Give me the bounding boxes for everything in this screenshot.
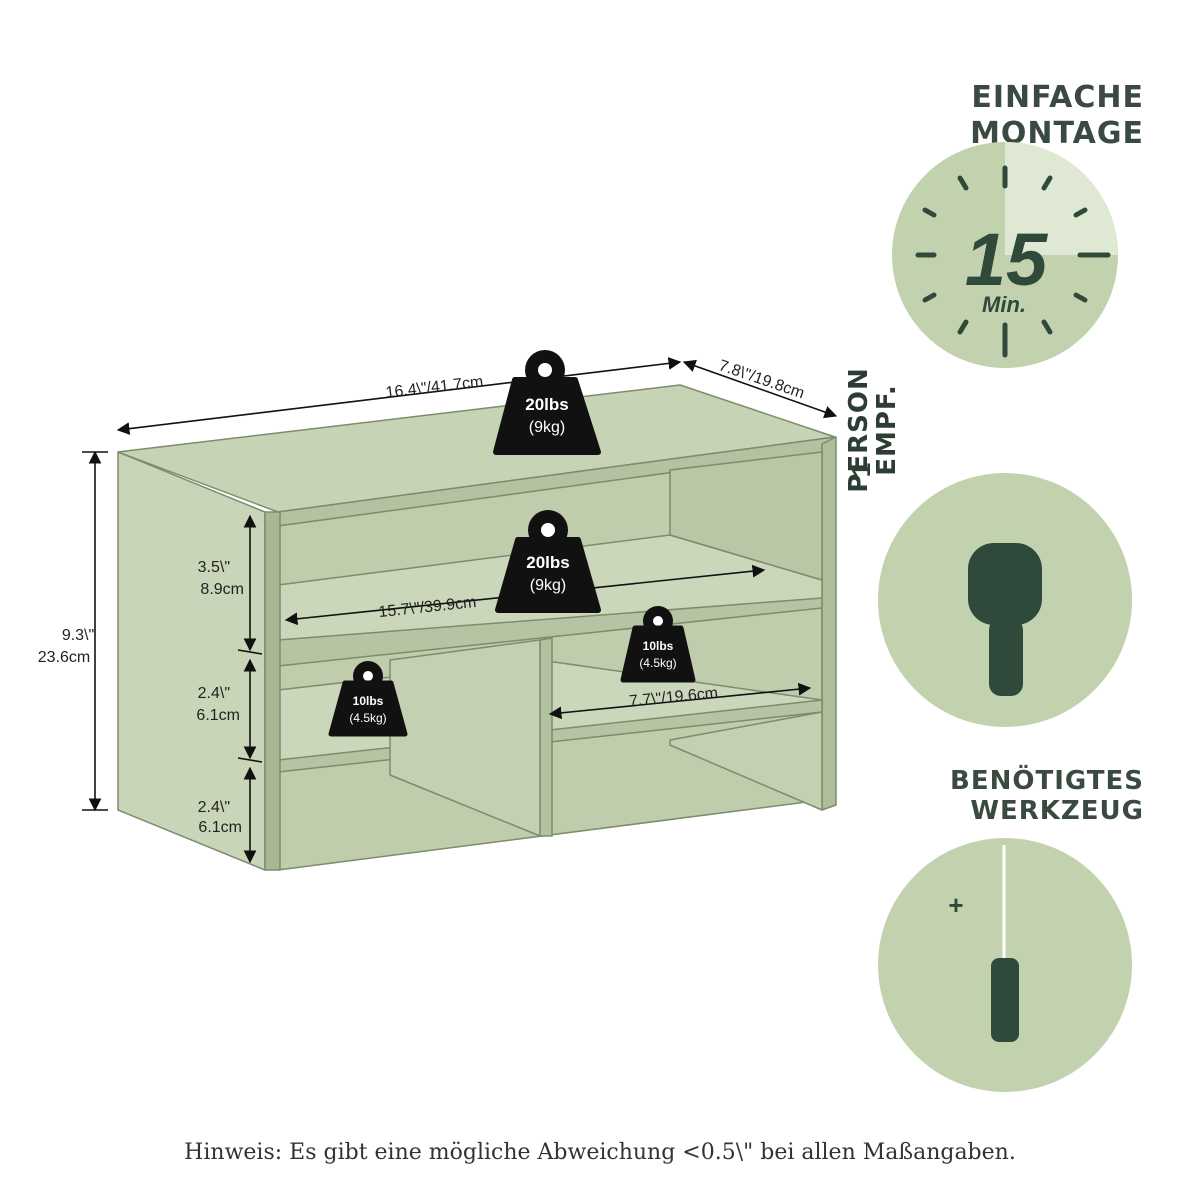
left-side-edge <box>264 511 281 871</box>
right-foot <box>669 711 823 811</box>
svg-text:(9kg): (9kg) <box>529 419 565 436</box>
svg-text:(4.5kg): (4.5kg) <box>639 656 676 670</box>
upper-divider <box>669 451 823 581</box>
load-top-weight-icon: 20lbs (9kg) <box>493 350 601 455</box>
load-left-cubby-weight-icon: 10lbs (4.5kg) <box>328 661 408 737</box>
height-label-cm: 23.6cm <box>38 649 90 666</box>
svg-text:10lbs: 10lbs <box>353 694 384 708</box>
plus-icon: + <box>948 890 963 920</box>
width-dimension-line <box>116 357 682 435</box>
svg-text:(9kg): (9kg) <box>530 577 566 594</box>
right-side-panel <box>821 436 837 811</box>
lower-middle-divider <box>539 637 553 837</box>
person-icon <box>878 473 1132 727</box>
lower-middle-divider-face <box>389 639 541 837</box>
tools-heading: BENÖTIGTES WERKZEUG <box>950 766 1144 826</box>
person-count: 1 <box>846 463 876 477</box>
depth-dimension-line <box>682 359 838 419</box>
load-shelf-weight-icon: 20lbs (9kg) <box>495 510 601 613</box>
svg-text:20lbs: 20lbs <box>525 395 568 414</box>
top-gap-label-cm: 8.9cm <box>200 581 244 598</box>
timer-unit: Min. <box>982 292 1026 317</box>
measurement-note: Hinweis: Es gibt eine mögliche Abweichun… <box>184 1140 1016 1165</box>
width-label: 16.4\"/41.7cm <box>385 373 484 401</box>
screwdriver-icon: + <box>878 838 1132 1092</box>
svg-text:(4.5kg): (4.5kg) <box>349 711 386 725</box>
cubby-width-dimension-line <box>548 682 812 720</box>
base-gap-label-cm: 6.1cm <box>198 819 242 836</box>
assembly-timer-icon: 15 Min. <box>892 142 1118 368</box>
base-gap-label-in: 2.4\" <box>198 799 230 816</box>
svg-text:20lbs: 20lbs <box>526 553 569 572</box>
top-gap-label-in: 3.5\" <box>198 559 230 576</box>
timer-minutes: 15 <box>965 218 1049 301</box>
mid-gap-label-cm: 6.1cm <box>196 707 240 724</box>
left-side-panel <box>117 451 266 871</box>
mid-gap-label-in: 2.4\" <box>198 685 230 702</box>
assembly-heading: EINFACHE MONTAGE <box>970 80 1144 151</box>
svg-text:10lbs: 10lbs <box>643 639 674 653</box>
load-right-cubby-weight-icon: 10lbs (4.5kg) <box>620 606 696 683</box>
depth-label: 7.8\"/19.8cm <box>716 357 806 402</box>
shelf-illustration <box>117 384 837 871</box>
height-label-in: 9.3\" <box>62 627 94 644</box>
